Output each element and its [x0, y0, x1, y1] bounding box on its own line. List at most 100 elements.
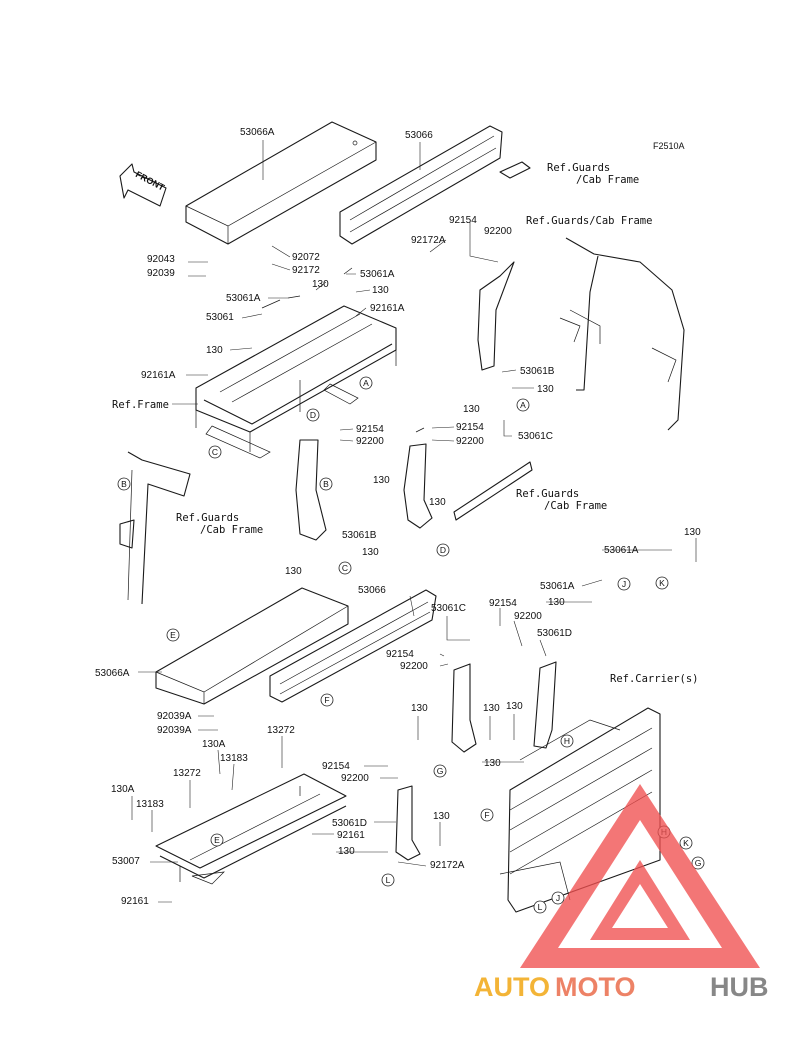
- label-92154-5: 92154: [386, 649, 414, 660]
- callout-a-1: A: [359, 376, 373, 390]
- svg-text:C: C: [212, 447, 218, 457]
- label-130-16: 130: [433, 811, 450, 822]
- ref-carrier: Ref.Carrier(s): [610, 673, 699, 685]
- part-labels: 53066A 53066 92043 92039 92072 92172 530…: [95, 127, 701, 907]
- roll-guard-left: [119, 451, 191, 605]
- label-92154-6: 92154: [322, 761, 350, 772]
- ref-guards-3a: Ref.Guards: [176, 512, 239, 524]
- callout-b-1: B: [117, 477, 131, 491]
- seatbelts-lower: [395, 661, 557, 861]
- leader-lines: [131, 140, 697, 903]
- label-53061A-3: 53061A: [604, 545, 639, 556]
- guard-rail-refs: [453, 161, 533, 521]
- callout-c-1: C: [208, 445, 222, 459]
- svg-text:E: E: [214, 835, 220, 845]
- svg-text:G: G: [695, 858, 702, 868]
- label-53061A-4: 53061A: [540, 581, 575, 592]
- svg-text:L: L: [538, 902, 543, 912]
- callout-d-1: D: [306, 408, 320, 422]
- seat-cushion-top: [185, 121, 377, 245]
- svg-text:C: C: [342, 563, 348, 573]
- svg-text:H: H: [564, 736, 570, 746]
- watermark-triangle-icon: [520, 784, 760, 968]
- label-130-17: 130: [338, 846, 355, 857]
- seatbelts-upper: [261, 261, 515, 541]
- callout-c-2: C: [338, 561, 352, 575]
- label-130-9: 130: [285, 566, 302, 577]
- label-13272-2: 13272: [173, 768, 201, 779]
- roll-guard-right: [559, 237, 685, 431]
- callout-h-1: H: [560, 734, 574, 748]
- label-92200-1: 92200: [484, 226, 512, 237]
- bench-frame-upper: [195, 305, 397, 459]
- cargo-carrier: [499, 707, 661, 913]
- label-130-5: 130: [463, 404, 480, 415]
- svg-text:D: D: [440, 545, 446, 555]
- ref-guards-1b: /Cab Frame: [576, 174, 639, 186]
- label-92200-4: 92200: [514, 611, 542, 622]
- label-130-4: 130: [537, 384, 554, 395]
- label-92072: 92072: [292, 252, 320, 263]
- callout-l-1: L: [381, 873, 395, 887]
- reference-labels: Ref.Guards /Cab Frame Ref.Guards/Cab Fra…: [112, 162, 699, 685]
- callout-e-2: E: [210, 833, 224, 847]
- label-92161-2: 92161: [121, 896, 149, 907]
- bench-frame-lower: [155, 773, 347, 885]
- seat-cushion-lower: [155, 587, 349, 705]
- label-130-10: 130: [684, 527, 701, 538]
- watermark-text-moto: MOTO: [555, 972, 636, 1002]
- label-92154-4: 92154: [489, 598, 517, 609]
- label-92043: 92043: [147, 254, 175, 265]
- label-92161A-1: 92161A: [370, 303, 405, 314]
- label-92200-6: 92200: [341, 773, 369, 784]
- svg-text:B: B: [323, 479, 329, 489]
- label-130-2: 130: [372, 285, 389, 296]
- ref-frame: Ref.Frame: [112, 399, 169, 411]
- label-53066-lower: 53066: [358, 585, 386, 596]
- label-92172: 92172: [292, 265, 320, 276]
- ref-guards-1a: Ref.Guards: [547, 162, 610, 174]
- svg-text:L: L: [386, 875, 391, 885]
- label-130-13: 130: [483, 703, 500, 714]
- svg-text:F: F: [484, 810, 489, 820]
- svg-text:K: K: [659, 578, 665, 588]
- watermark-text-auto: AUTO: [474, 972, 550, 1002]
- svg-text:D: D: [310, 410, 316, 420]
- label-53061B-2: 53061B: [342, 530, 377, 541]
- label-92172A-2: 92172A: [430, 860, 465, 871]
- watermark-text-hub: HUB: [710, 972, 769, 1002]
- callout-l-2: L: [533, 900, 547, 914]
- callout-a-2: A: [516, 398, 530, 412]
- svg-text:B: B: [121, 479, 127, 489]
- callout-bubbles: A A B B C C D D E E F F G G H H J J K K …: [117, 376, 705, 914]
- label-92154-3: 92154: [456, 422, 484, 433]
- figure-code: F2510A: [653, 141, 685, 151]
- label-53061: 53061: [206, 312, 234, 323]
- watermark-logo: AUTO MOTO HUB: [474, 784, 769, 1002]
- label-92172A-1: 92172A: [411, 235, 446, 246]
- label-13183-1: 13183: [220, 753, 248, 764]
- label-53061C-2: 53061C: [431, 603, 466, 614]
- ref-guards-2: Ref.Guards/Cab Frame: [526, 215, 652, 227]
- ref-guards-3b: /Cab Frame: [200, 524, 263, 536]
- label-53066-top: 53066: [405, 130, 433, 141]
- label-92039A-1: 92039A: [157, 711, 192, 722]
- label-13183-2: 13183: [136, 799, 164, 810]
- label-92161A-2: 92161A: [141, 370, 176, 381]
- svg-text:G: G: [437, 766, 444, 776]
- label-130-6: 130: [373, 475, 390, 486]
- label-92154-2: 92154: [356, 424, 384, 435]
- ref-guards-4b: /Cab Frame: [544, 500, 607, 512]
- label-92039A-2: 92039A: [157, 725, 192, 736]
- label-13272-1: 13272: [267, 725, 295, 736]
- label-53066A-top: 53066A: [240, 127, 275, 138]
- seat-back-lower: [269, 589, 437, 703]
- label-53061A-2: 53061A: [226, 293, 261, 304]
- label-130-1: 130: [312, 279, 329, 290]
- label-92200-5: 92200: [400, 661, 428, 672]
- seat-back-top: [339, 125, 503, 245]
- label-53061B-1: 53061B: [520, 366, 555, 377]
- svg-text:A: A: [520, 400, 526, 410]
- label-130-8: 130: [362, 547, 379, 558]
